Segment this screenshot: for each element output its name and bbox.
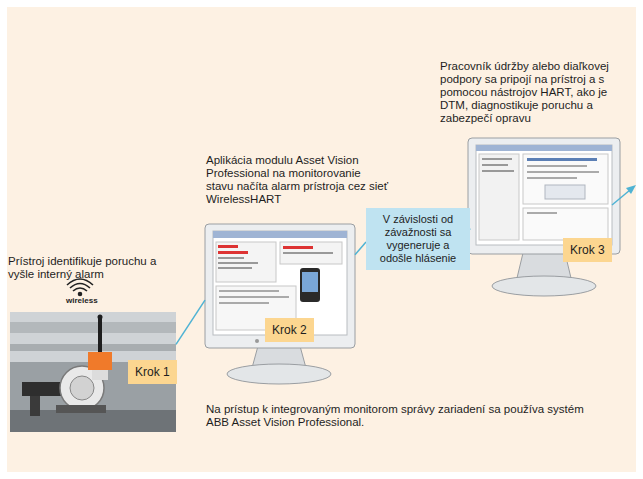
- step-badge: Krok 1: [128, 360, 177, 384]
- device-photo: [10, 312, 176, 432]
- device-photo-node: Prístroj identifikuje poruchu a vyšle in…: [10, 312, 176, 432]
- wireless-label: wireless: [66, 296, 98, 305]
- note-text: Na prístup k integrovaným monitorom sprá…: [206, 403, 606, 429]
- step-description: Pracovník údržby alebo diaľkovej podpory…: [440, 60, 638, 125]
- message-text: V závislosti od závažnosti sa vygeneruje…: [370, 213, 466, 265]
- step-description: Aplikácia modulu Asset Vision Profession…: [206, 154, 391, 206]
- monitor-node: Pracovník údržby alebo diaľkovej podpory…: [468, 138, 620, 303]
- connector-line: [355, 242, 366, 255]
- step-description: Prístroj identifikuje poruchu a vyšle in…: [8, 255, 168, 281]
- outgoing-arrow: [612, 185, 636, 205]
- monitor-illustration: [468, 138, 620, 296]
- wireless-icon: [67, 279, 93, 296]
- connector-line: [176, 300, 205, 344]
- monitor-illustration: [205, 224, 355, 384]
- monitor-node: Aplikácia modulu Asset Vision Profession…: [205, 224, 355, 386]
- step-badge: Krok 2: [265, 318, 314, 342]
- step-badge: Krok 3: [563, 238, 612, 262]
- message-box: V závislosti od závažnosti sa vygeneruje…: [366, 208, 470, 270]
